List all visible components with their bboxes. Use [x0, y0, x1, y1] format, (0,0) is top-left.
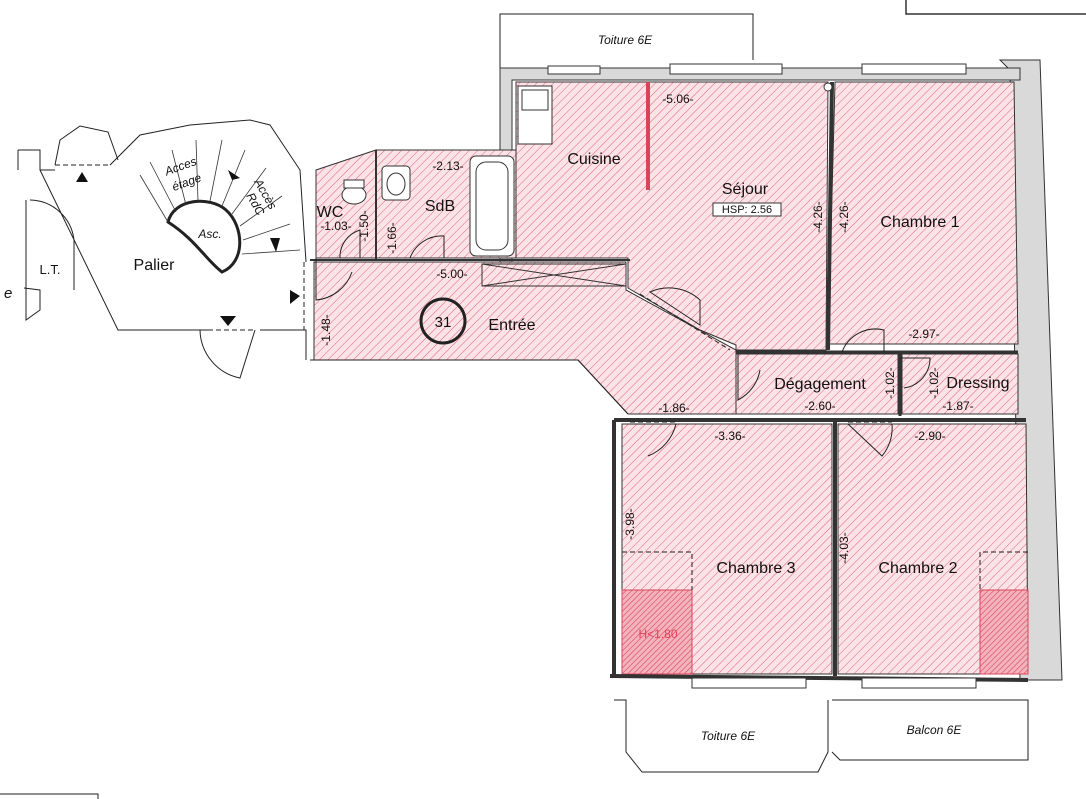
direction-arrow-up-icon [76, 172, 88, 182]
dim-sdb-depth: -1.66- [385, 222, 399, 253]
legend-box [905, 0, 1086, 15]
dim-chambre1-depth: -4.26- [837, 201, 851, 232]
dim-sejour-depth: -4.26- [811, 201, 825, 232]
bathtub-icon [469, 155, 515, 257]
room-degagement [735, 353, 899, 415]
dim-sdb-width: -2.13- [432, 159, 463, 173]
entree-bottom-wall [310, 359, 629, 415]
label-wc: WC [317, 204, 344, 221]
dim-entree-depth: -1.48- [319, 314, 333, 345]
low-height-zone-chambre2 [979, 589, 1029, 675]
door-degagement [737, 354, 761, 401]
door-sejour [648, 287, 701, 326]
label-chambre2: Chambre 2 [878, 560, 957, 577]
dim-sejour-width: -5.06- [662, 92, 693, 106]
label-toiture-top: Toiture 6E [598, 33, 653, 47]
door-chambre1 [841, 328, 885, 353]
label-sejour: Séjour [722, 181, 769, 198]
door-sdb [409, 235, 445, 259]
dim-degagement-width: -2.60- [804, 399, 835, 413]
column-icon [823, 82, 833, 92]
partition-sejour-chambre1 [826, 81, 834, 351]
cupboard-cross-2 [481, 263, 627, 287]
door-chambre2 [846, 423, 893, 457]
label-cuisine: Cuisine [567, 151, 620, 168]
door-entree [315, 258, 353, 301]
landing-lower-wall-2 [260, 329, 307, 360]
dim-dressing-width: -1.87- [942, 399, 973, 413]
washbasin-bowl [386, 172, 406, 196]
label-lt: L.T. [40, 262, 61, 277]
dim-chambre3-width: -3.36- [714, 429, 745, 443]
dim-passage-width: -1.86- [658, 401, 689, 415]
direction-arrow-down-icon [220, 316, 236, 326]
dim-chambre1-width: -2.97- [908, 327, 939, 341]
dim-degagement-depth: -1.02- [883, 367, 897, 398]
window-chambre2 [861, 677, 977, 689]
window-sejour [669, 63, 783, 75]
label-balcon: Balcon 6E [907, 723, 963, 737]
balcon-outline [831, 699, 1029, 761]
label-chambre3: Chambre 3 [716, 560, 795, 577]
window-chambre3 [691, 677, 807, 689]
label-low-height: H<1.80 [638, 627, 677, 641]
threshold-sejour [639, 293, 731, 351]
landing-wall-1 [18, 149, 55, 171]
hsp-box [712, 202, 782, 217]
label-toiture-bottom: Toiture 6E [701, 729, 756, 743]
dim-entree-width: -5.00- [436, 267, 467, 281]
label-left-edge: e [4, 285, 12, 302]
label-dressing: Dressing [946, 375, 1009, 392]
bottom-left-box [0, 793, 99, 799]
label-hsp: HSP: 2.56 [722, 204, 772, 216]
window-chambre1 [861, 63, 967, 75]
dim-dressing-depth: -1.02- [927, 367, 941, 398]
dim-wc-width: -1.03- [320, 219, 351, 233]
toilet-icon [341, 185, 367, 205]
dim-chambre2-width: -2.90- [914, 429, 945, 443]
landing-door-top [54, 125, 119, 166]
dim-chambre3-depth: -3.98- [623, 508, 637, 539]
label-chambre1: Chambre 1 [880, 214, 959, 231]
label-entree: Entrée [488, 317, 535, 334]
low-height-zone-chambre3 [621, 589, 693, 675]
toiture-top-outline [499, 13, 754, 68]
lt-cupboard-wall [23, 200, 41, 321]
stair-outer-wall [109, 119, 307, 263]
elevator-shaft [166, 199, 242, 274]
kitchen-sink-icon [521, 89, 549, 111]
lot-number-circle [419, 297, 467, 345]
landing-lower-wall [39, 169, 210, 331]
bathtub-inner [475, 161, 509, 251]
label-lot-number: 31 [435, 314, 452, 331]
label-sdb: SdB [425, 198, 455, 215]
cupboard [481, 263, 627, 287]
label-degagement: Dégagement [774, 376, 866, 393]
room-chambre1 [827, 81, 1019, 345]
direction-arrow-right-icon [290, 290, 300, 304]
toilet-tank [343, 179, 365, 189]
label-palier: Palier [134, 257, 176, 274]
door-wc [339, 229, 361, 259]
stair-arrow-icon [228, 170, 240, 180]
door-dressing [900, 357, 931, 389]
low-height-boundary-2 [979, 551, 1028, 590]
window-cuisine [547, 65, 601, 75]
landing-door-bottom [199, 329, 256, 379]
stair-arrow-down-icon [270, 238, 280, 252]
room-dressing [901, 353, 1019, 415]
room-sejour [515, 81, 829, 351]
dim-wc-depth: -1.50- [357, 210, 371, 241]
dim-chambre2-depth: -4.03- [837, 532, 851, 563]
label-asc: Asc. [197, 227, 221, 241]
toiture-bottom-outline [614, 699, 829, 773]
door-chambre3 [630, 423, 677, 457]
